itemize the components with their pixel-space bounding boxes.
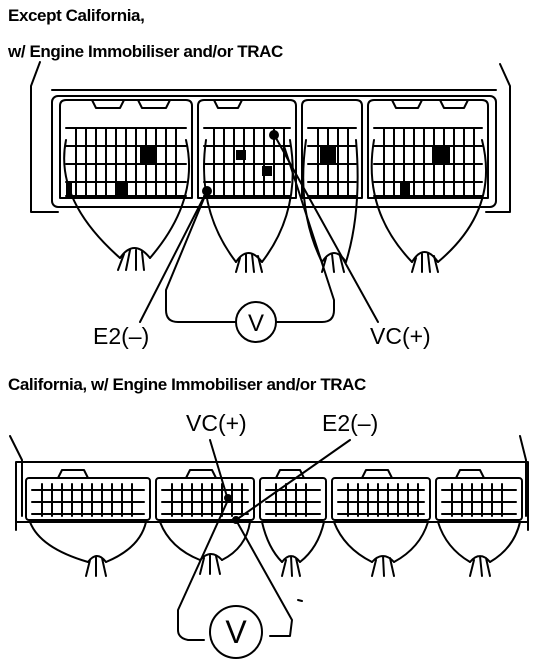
top-connector-4 — [367, 99, 489, 199]
bottom-harness-bundles — [29, 521, 521, 577]
top-connector-1 — [59, 99, 193, 199]
bottom-connector-3 — [259, 469, 327, 521]
top-vc-probe-point — [269, 130, 279, 140]
bottom-heading: California, w/ Engine Immobiliser and/or… — [8, 375, 366, 394]
bottom-meter-symbol: V — [225, 614, 247, 650]
top-harness-bundles — [63, 139, 488, 273]
top-connector-2 — [197, 99, 297, 199]
stray-mark — [297, 599, 303, 602]
top-heading-line2: w/ Engine Immobiliser and/or TRAC — [8, 42, 283, 61]
bottom-vc-probe-point — [224, 494, 232, 502]
top-e2-probe-point — [202, 186, 212, 196]
top-heading-line1: Except California, — [8, 6, 145, 25]
bottom-label-vc: VC(+) — [186, 410, 247, 436]
bottom-e2-probe-point — [232, 516, 240, 524]
top-meter-circuit — [139, 137, 379, 323]
bottom-ecu-body — [9, 435, 529, 531]
bottom-connector-1 — [25, 469, 151, 521]
top-voltmeter-circle — [235, 301, 277, 343]
bottom-connector-5 — [435, 469, 523, 521]
bottom-connector-2 — [155, 469, 255, 521]
top-ecu-body — [30, 61, 511, 213]
top-label-e2: E2(–) — [93, 323, 150, 349]
top-meter-symbol: V — [248, 310, 264, 337]
bottom-meter-circuit — [177, 439, 351, 641]
bottom-label-e2: E2(–) — [322, 410, 379, 436]
top-label-vc: VC(+) — [370, 323, 431, 349]
top-connector-3 — [301, 99, 363, 199]
bottom-voltmeter-circle — [209, 605, 263, 659]
bottom-connector-4 — [331, 469, 431, 521]
